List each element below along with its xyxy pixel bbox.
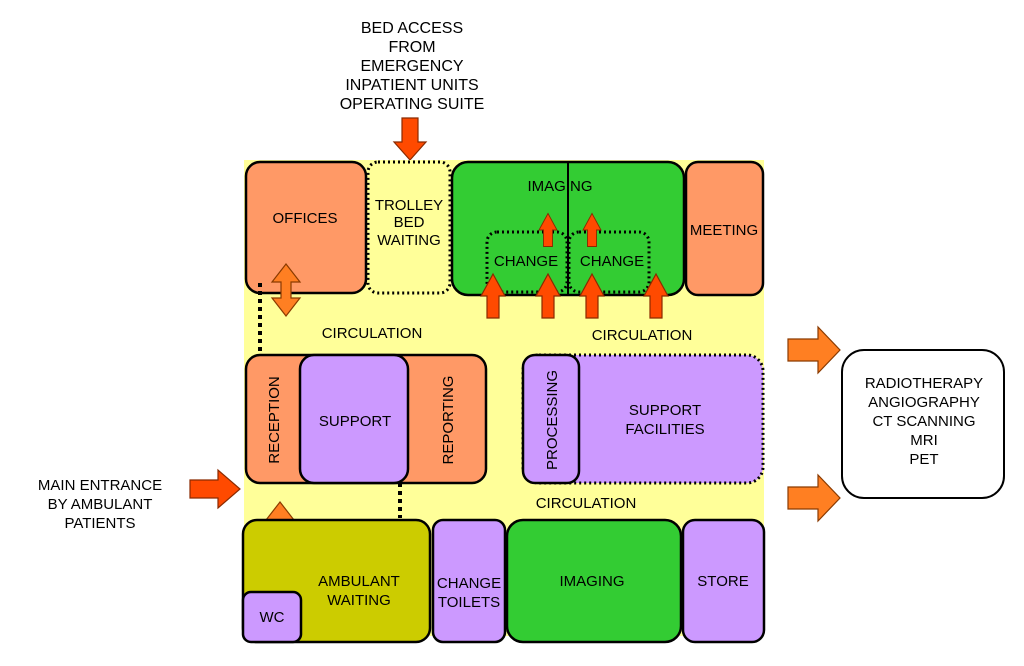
external-line-1: RADIOTHERAPY [865,375,983,392]
entrance-line-1: MAIN ENTRANCE [38,477,162,494]
external-line-4: MRI [910,432,938,449]
circulation-label-3: CIRCULATION [536,495,637,512]
imaging-bottom-label: IMAGING [559,573,624,590]
bed-access-line-2: FROM [388,39,435,56]
trolley-label-2: BED [394,214,425,231]
offices-label: OFFICES [272,210,337,227]
external-services-box [841,349,1005,499]
bed-access-note: BED ACCESS FROM EMERGENCY INPATIENT UNIT… [340,20,485,113]
external-arrow-bottom [787,473,841,523]
ambulant-waiting-label-1: AMBULANT [318,573,400,590]
change-room-2 [567,230,651,294]
reception-label: RECEPTION [266,376,283,464]
change-toilets-room [431,518,507,644]
bed-access-line-5: OPERATING SUITE [340,96,485,113]
circulation-label-2: CIRCULATION [592,327,693,344]
external-line-5: PET [909,451,938,468]
change-toilets-label-1: CHANGE [437,575,501,592]
trolley-label-3: WAITING [377,232,441,249]
change-toilets-label-2: TOILETS [438,594,500,611]
change-label-1: CHANGE [494,253,558,270]
main-entrance-arrow [189,468,241,510]
external-line-2: ANGIOGRAPHY [868,394,980,411]
store-label: STORE [697,573,748,590]
bed-access-line-3: EMERGENCY [360,58,463,75]
trolley-bed-waiting-room [366,160,452,295]
ambulant-waiting-label-2: WAITING [327,592,391,609]
wc-label: WC [260,609,285,626]
support-facilities-room [521,353,765,485]
imaging-bottom-room [505,518,683,644]
change-room-1 [485,230,569,294]
offices-room [244,160,368,295]
external-line-3: CT SCANNING [872,413,975,430]
meeting-room [684,160,765,297]
processing-room [521,353,581,485]
trolley-label-1: TROLLEY [375,197,443,214]
support-room [298,353,410,485]
main-entrance-note: MAIN ENTRANCE BY AMBULANT PATIENTS [38,477,162,532]
processing-label: PROCESSING [544,370,561,470]
imaging-top-label: IMAGING [527,178,592,195]
support-label: SUPPORT [319,413,391,430]
circulation-label-1: CIRCULATION [322,325,423,342]
support-facilities-label-1: SUPPORT [629,402,701,419]
change-label-2: CHANGE [580,253,644,270]
support-facilities-label-2: FACILITIES [625,421,704,438]
entrance-line-2: BY AMBULANT [48,496,153,513]
external-arrow-top [787,325,841,375]
bed-access-line-1: BED ACCESS [361,20,463,37]
offices-double-arrow [270,263,302,317]
bed-access-line-4: INPATIENT UNITS [345,77,478,94]
entrance-line-3: PATIENTS [64,515,135,532]
reporting-label: REPORTING [440,376,457,465]
meeting-label: MEETING [690,222,758,239]
bed-access-arrow [392,117,428,161]
store-room [681,518,766,644]
wc-room [241,590,303,644]
